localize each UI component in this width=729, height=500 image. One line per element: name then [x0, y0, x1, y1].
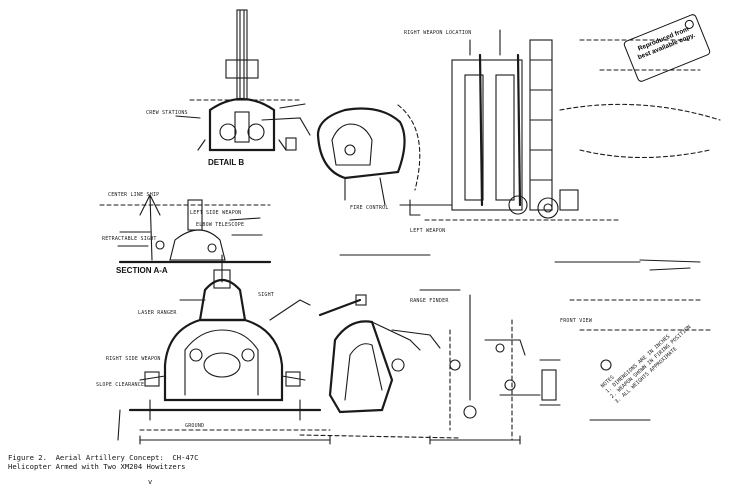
section-aa-drawing	[99, 193, 272, 264]
laser-ranger-label: LASER RANGER	[138, 310, 177, 316]
right-side-weapon-label: RIGHT SIDE WEAPON	[106, 356, 161, 362]
detail-b-title: DETAIL B	[208, 158, 245, 167]
elbow-telescope-label: ELBOW TELESCOPE	[196, 222, 245, 228]
retractable-sight-label: RETRACTABLE SIGHT	[102, 236, 157, 242]
fuselage-side-view	[399, 29, 721, 271]
slope-clearance-label: SLOPE CLEARANCE	[96, 382, 145, 388]
figure-caption: Figure 2. Aerial Artillery Concept: CH-4…	[8, 453, 198, 471]
crew-stations-label: CREW STATIONS	[146, 110, 188, 116]
section-aa-title: SECTION A-A	[116, 266, 168, 275]
center-line-ship-label: CENTER LINE SHIP	[108, 192, 160, 198]
detail-b-drawing	[175, 9, 311, 152]
left-weapon-label: LEFT WEAPON	[410, 228, 446, 234]
range-finder-label: RANGE FINDER	[410, 298, 449, 304]
dimension-lines	[139, 254, 641, 445]
right-weapon-location-label: RIGHT WEAPON LOCATION	[404, 30, 472, 36]
sight-label: SIGHT	[258, 292, 275, 298]
cross-section-drawing	[299, 289, 471, 439]
cockpit-front-view	[316, 104, 421, 206]
left-side-weapon-label: LEFT SIDE WEAPON	[190, 210, 242, 216]
fire-control-label: FIRE CONTROL	[350, 205, 389, 211]
footnote-mark: v	[148, 478, 153, 486]
front-view-label: FRONT VIEW	[560, 318, 593, 324]
caption-line-2: Helicopter Armed with Two XM204 Howitzer…	[8, 462, 186, 471]
front-view-drawing	[117, 254, 331, 441]
caption-line-1: Figure 2. Aerial Artillery Concept: CH-4…	[8, 453, 199, 462]
ground-label: GROUND	[185, 423, 205, 429]
weapon-mount-drawing	[449, 299, 711, 441]
